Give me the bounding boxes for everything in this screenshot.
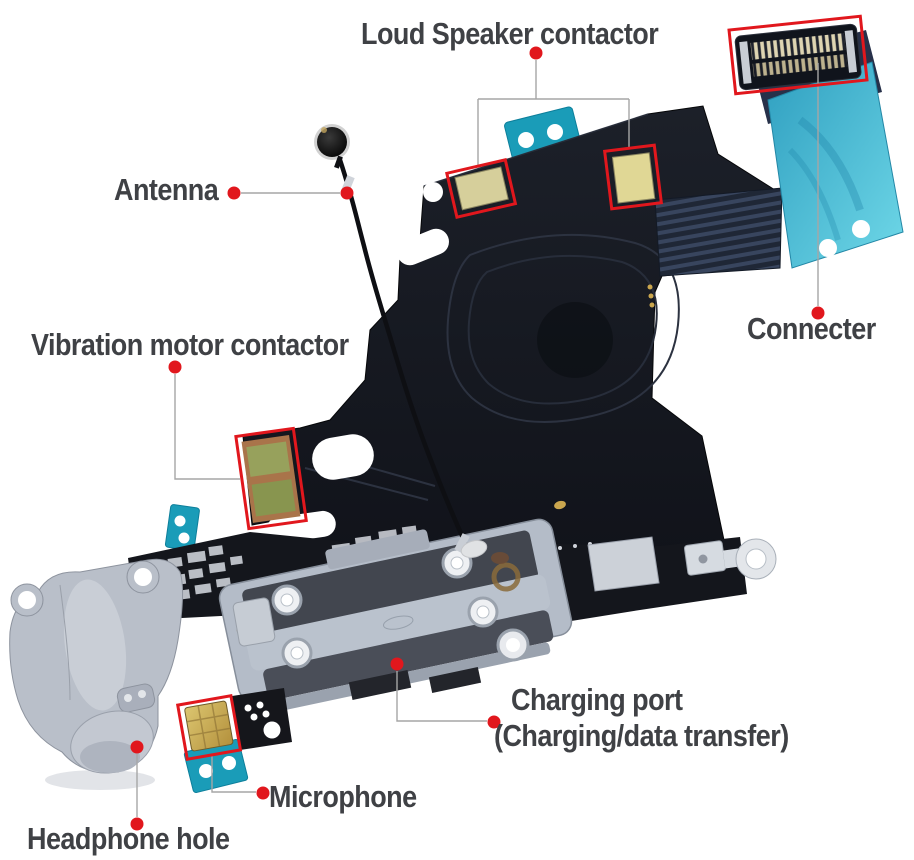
bracket-hole [547, 124, 563, 140]
speaker-left-highlight-box [445, 158, 518, 219]
ribbed-flex-strip [654, 187, 783, 277]
cutout [266, 510, 336, 544]
speaker-contact-right [611, 152, 656, 204]
speaker-right-highlight-box [602, 143, 664, 211]
cutout [397, 228, 449, 266]
microphone-chip [184, 700, 234, 752]
ground-ring-tab [735, 538, 777, 580]
callout-lines [136, 60, 819, 817]
antenna-cable [314, 124, 509, 564]
microphone-highlight-box [175, 693, 243, 762]
oval-cutout [312, 434, 374, 480]
connector-highlight-box [727, 14, 869, 96]
screw-bosses [236, 547, 530, 669]
callout-dots [130, 46, 825, 831]
vibration-highlight-box [234, 426, 308, 531]
headphone-jack [9, 558, 184, 790]
mounting-hole [423, 182, 443, 202]
metal-tab [232, 597, 276, 647]
connector-flex-teal-tape [767, 61, 904, 269]
speaker-contact-left [454, 166, 509, 211]
metal-shield [587, 536, 660, 592]
microphone-assembly [183, 688, 292, 794]
board-connector [734, 23, 862, 91]
bracket-hole [518, 132, 534, 148]
highlight-boxes [175, 14, 869, 762]
vibration-contacts [241, 435, 301, 523]
